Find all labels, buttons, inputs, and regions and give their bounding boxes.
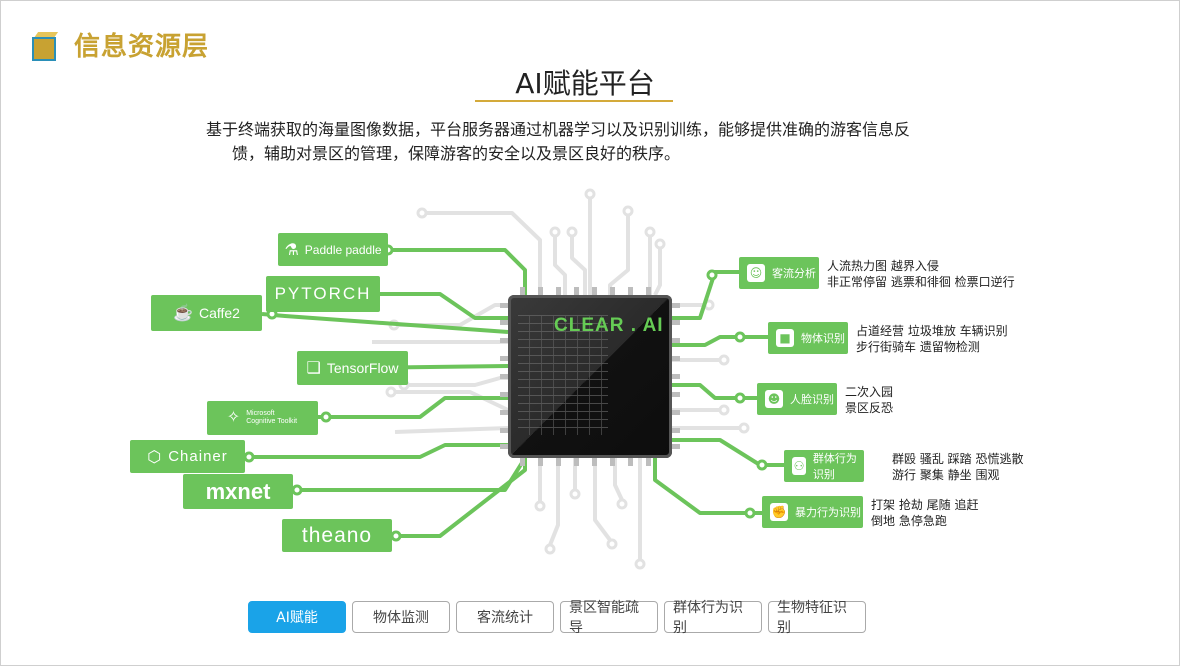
framework-label: Paddle paddle [304,242,382,257]
framework-theano[interactable]: theano [282,519,392,552]
tensorflow-icon: ❑ [306,360,321,377]
category-face-recognition[interactable]: ☻ 人脸识别 [757,383,837,415]
chip-brand: CLEAR . AI [554,315,664,336]
category-features: 二次入园 景区反恐 [845,384,893,416]
people-icon: ☺ [747,264,765,282]
group-icon: ⚇ [792,457,806,475]
feature-line: 景区反恐 [845,401,894,415]
description-line-2: 馈，辅助对景区的管理，保障游客的安全以及景区良好的秩序。 [232,144,681,163]
category-object-recognition[interactable]: ■ 物体识别 [768,322,848,354]
feature-line: 倒地 急停急跑 [871,514,947,528]
category-label: 物体识别 [801,332,845,345]
framework-tensorflow[interactable]: ❑ TensorFlow [297,351,408,385]
framework-chainer[interactable]: ⬡ Chainer [130,440,245,473]
category-features: 打架 抢劫 尾随 追赶 倒地 急停急跑 [871,497,978,529]
section-title: 信息资源层 [74,31,210,62]
framework-caffe2[interactable]: ☕ Caffe2 [151,295,262,331]
page-title: AI赋能平台 [515,67,655,100]
coffee-cup-icon: ☕ [173,305,193,322]
category-violence-behavior[interactable]: ✊ 暴力行为识别 [762,496,863,528]
framework-paddle[interactable]: ⚗ Paddle paddle [278,233,388,266]
framework-label: Microsoft Cognitive Toolkit [246,410,298,425]
chainer-icon: ⬡ [147,448,163,466]
cntk-icon: ✧ [226,409,241,426]
description: 基于终端获取的海量图像数据，平台服务器通过机器学习以及识别训练，能够提供准确的游… [206,118,986,166]
category-features: 人流热力图 越界入侵 非正常停留 逃票和徘徊 检票口逆行 [827,258,1015,290]
tab-smart-guidance[interactable]: 景区智能疏导 [560,600,658,636]
ai-chip: CLEAR . AI [508,295,672,458]
category-label: 客流分析 [772,267,816,280]
cube-icon [30,29,60,61]
tab-object-monitoring[interactable]: 物体监测 [352,601,450,633]
framework-label: TensorFlow [326,360,399,376]
framework-label: mxnet [205,478,271,504]
feature-line: 占道经营 垃圾堆放 车辆识别 [856,324,1008,338]
description-line-1: 基于终端获取的海量图像数据，平台服务器通过机器学习以及识别训练，能够提供准确的游… [206,120,911,139]
category-label: 暴力行为识别 [795,506,861,519]
feature-line: 游行 聚集 静坐 围观 [892,468,1000,482]
truck-icon: ■ [776,329,794,347]
tab-passenger-statistics[interactable]: 客流统计 [456,601,554,633]
fist-icon: ✊ [770,503,788,521]
framework-label: Chainer [168,448,228,465]
feature-line: 步行街骑车 遗留物检测 [856,340,980,354]
category-label: 人脸识别 [790,393,834,406]
feature-line: 打架 抢劫 尾随 追赶 [871,498,979,512]
tab-group-behavior[interactable]: 群体行为识别 [664,600,762,636]
framework-cntk[interactable]: ✧ Microsoft Cognitive Toolkit [207,401,318,435]
category-features: 占道经营 垃圾堆放 车辆识别 步行街骑车 遗留物检测 [856,323,1008,355]
tab-biometric[interactable]: 生物特征识别 [768,600,866,636]
category-features: 群殴 骚乱 踩踏 恐慌逃散 游行 聚集 静坐 围观 [892,451,1023,483]
face-icon: ☻ [765,390,783,408]
feature-line: 群殴 骚乱 踩踏 恐慌逃散 [892,452,1024,466]
tab-ai-empower[interactable]: AI赋能 [248,601,346,633]
framework-label: theano [301,523,373,547]
title-underline [475,100,673,102]
framework-pytorch[interactable]: PYTORCH [266,276,380,312]
section-header: 信息资源层 [30,24,209,64]
paddle-icon: ⚗ [284,241,299,259]
category-group-behavior[interactable]: ⚇ 群体行为识别 [784,450,864,482]
category-passenger-flow[interactable]: ☺ 客流分析 [739,257,819,289]
tab-bar: AI赋能 物体监测 客流统计 景区智能疏导 群体行为识别 生物特征识别 [248,600,866,636]
category-label: 群体行为识别 [812,452,857,481]
framework-label: Caffe2 [198,305,240,321]
feature-line: 人流热力图 越界入侵 [827,259,939,273]
feature-line: 二次入园 [845,385,894,399]
feature-line: 非正常停留 逃票和徘徊 检票口逆行 [827,275,1015,289]
framework-mxnet[interactable]: mxnet [183,474,293,509]
framework-label: PYTORCH [274,284,372,303]
chip-circuit-pattern [518,315,608,435]
